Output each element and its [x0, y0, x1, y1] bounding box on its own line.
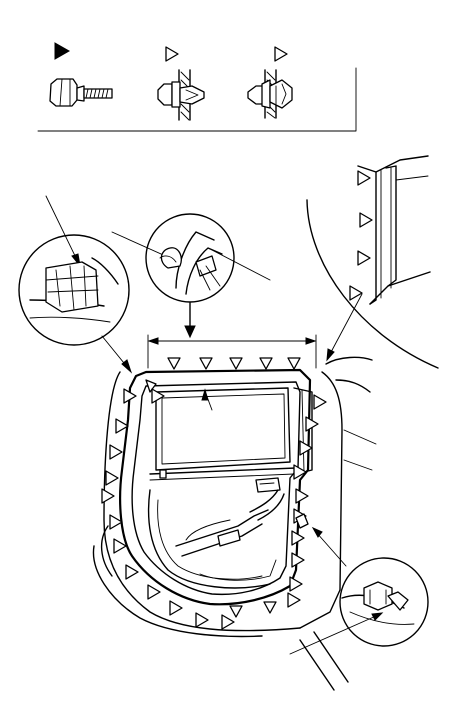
- fastener-legend: [37, 42, 357, 132]
- legend-item-bolt: [49, 42, 113, 107]
- open-triangle-marker: [165, 46, 179, 62]
- leader-arrow: [201, 388, 209, 401]
- detail-circle: [339, 557, 429, 647]
- lower-right-detail: [289, 557, 429, 655]
- leader-line: [315, 531, 347, 567]
- legend-frame: [37, 67, 357, 132]
- leader-line: [211, 249, 271, 281]
- leader-arrow: [311, 526, 323, 538]
- leader-line: [329, 293, 363, 355]
- leader-line: [111, 231, 171, 259]
- clip-retainer-detail-icon: [159, 231, 223, 295]
- legend-item-clip-b: [247, 46, 293, 119]
- detail-circle: [145, 213, 235, 303]
- span-dimension: [147, 334, 317, 369]
- bolt-socket-detail-icon: [341, 581, 415, 625]
- upper-right-detail: [306, 155, 439, 369]
- rear-door-weatherstrip-icon: [92, 293, 377, 691]
- legend-item-clip-a: [157, 46, 205, 121]
- door-corner-detail-icon: [29, 257, 119, 323]
- hex-bolt-icon: [49, 78, 113, 107]
- leader-line: [45, 195, 79, 263]
- filled-triangle-marker: [54, 42, 71, 60]
- leader-arrow: [326, 348, 335, 362]
- detail-circle: [18, 234, 130, 346]
- open-triangle-marker: [274, 46, 288, 62]
- leader-arrow: [371, 612, 384, 621]
- leader-line: [289, 615, 377, 655]
- upper-left-detail: [18, 195, 133, 374]
- snap-clip-icon: [247, 69, 293, 119]
- down-arrow-head: [184, 325, 196, 339]
- leader-arrow: [121, 359, 133, 374]
- push-clip-icon: [157, 69, 205, 121]
- window-frame-detail-icon: [349, 155, 431, 305]
- clip-detail: [111, 213, 271, 339]
- detail-circle-arc: [306, 199, 439, 369]
